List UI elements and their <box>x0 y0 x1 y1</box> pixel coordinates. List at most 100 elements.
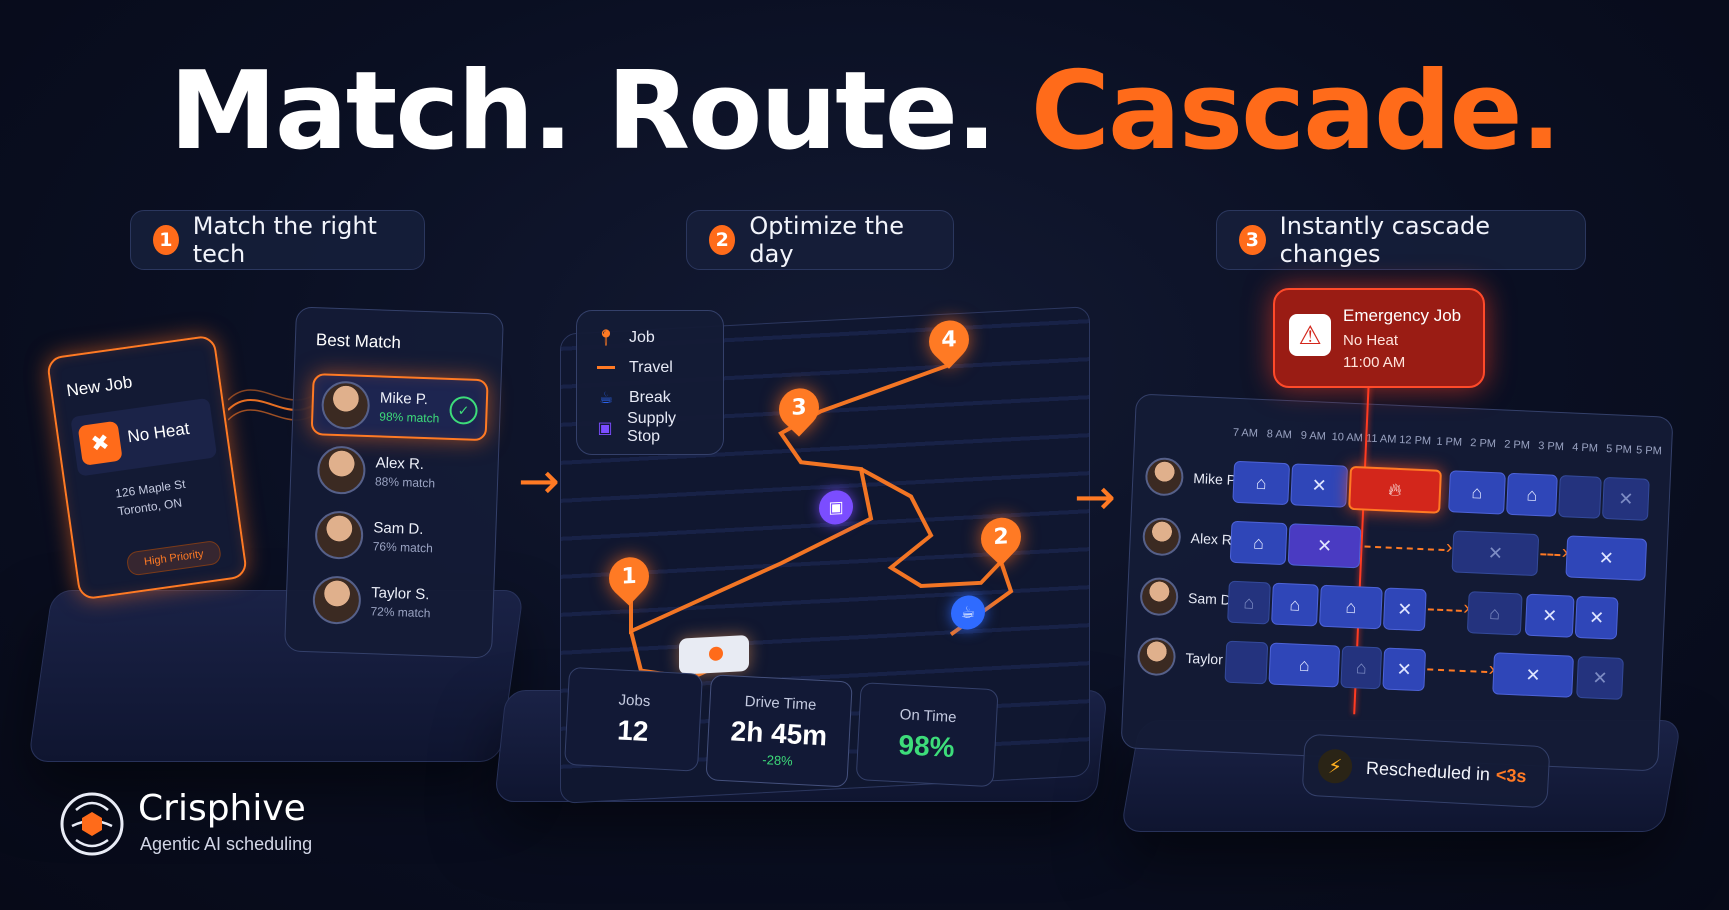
van-icon <box>679 634 749 675</box>
route-line-icon <box>593 359 619 377</box>
home-icon: ⌂ <box>1345 596 1357 617</box>
job-block[interactable]: ⌂ <box>1506 472 1558 517</box>
cascade-shift-arrow <box>1364 545 1445 552</box>
schedule-board: 7 AM 8 AM 9 AM 10 AM 11 AM 12 PM 1 PM 2 … <box>1120 374 1674 772</box>
job-block[interactable]: ✕ <box>1524 593 1575 638</box>
job-block[interactable]: ✕ <box>1451 530 1540 577</box>
tools-icon: ✕ <box>1592 667 1609 688</box>
tools-icon: ✕ <box>1525 664 1542 685</box>
stat-on-time: On Time 98% <box>855 682 999 788</box>
map-legend: 📍︎ Job Travel ☕ Break ▣ Supply Stop <box>576 310 724 455</box>
tech-row-alex[interactable]: Alex R. 88% match <box>308 440 482 504</box>
tools-icon: ✖ <box>77 420 123 466</box>
tech-row-sam[interactable]: Sam D. 76% match <box>306 505 480 569</box>
tech-row-taylor[interactable]: Taylor S. 72% match <box>304 570 478 634</box>
home-icon: ⌂ <box>1471 481 1483 503</box>
tech-name: Mike P. <box>379 389 429 409</box>
home-icon: ⌂ <box>1252 532 1265 553</box>
headline: Match. Route. Cascade. <box>0 58 1729 166</box>
tools-icon: ✕ <box>1311 474 1328 496</box>
step-1-number: 1 <box>153 225 179 255</box>
avatar <box>312 575 362 625</box>
coffee-icon: ☕ <box>598 390 614 407</box>
check-icon: ✓ <box>449 395 479 425</box>
home-icon: ⌂ <box>1289 593 1301 615</box>
job-block[interactable]: ⌂ <box>1229 520 1288 566</box>
job-block[interactable]: ✕ <box>1382 587 1427 632</box>
emergency-job-name: No Heat <box>1343 332 1399 349</box>
cascade-shift-arrow <box>1427 668 1488 674</box>
home-icon: ⌂ <box>1243 591 1255 613</box>
job-block[interactable]: ⌂ <box>1319 584 1383 630</box>
tech-name: Taylor S. <box>370 584 430 604</box>
new-job-header: ✖ No Heat <box>70 397 218 477</box>
legend-job: 📍︎ Job <box>593 323 707 353</box>
job-block[interactable]: ⌂ <box>1227 580 1271 625</box>
brand-tagline: Agentic AI scheduling <box>140 834 313 854</box>
tools-icon: ✕ <box>1617 488 1634 509</box>
emergency-job-block[interactable]: 🔥︎ <box>1348 465 1442 514</box>
tech-name: Alex R. <box>375 454 425 474</box>
new-job-title: New Job <box>65 372 134 401</box>
home-icon: ⌂ <box>1526 484 1538 505</box>
tools-icon: ✕ <box>1598 547 1615 568</box>
job-block[interactable]: ⌂ <box>1271 582 1319 627</box>
home-icon: ⌂ <box>1488 602 1501 624</box>
alert-triangle-icon: ⚠ <box>1289 314 1331 356</box>
tools-icon: ✕ <box>1396 598 1413 620</box>
cascade-shift-arrow <box>1540 553 1561 557</box>
avatar <box>316 445 367 495</box>
headline-cascade: Cascade. <box>1030 49 1562 174</box>
home-icon: ⌂ <box>1355 656 1368 678</box>
brand-name: Crisphive <box>138 788 306 829</box>
crisphive-logo-icon <box>56 788 128 860</box>
headline-route: Route. <box>606 49 997 174</box>
job-block[interactable]: ⌂ <box>1466 591 1523 636</box>
tools-icon: ✕ <box>1396 658 1413 680</box>
avatar <box>1139 576 1179 617</box>
tech-row-mike[interactable]: Mike P. 98% match ✓ <box>310 373 489 442</box>
job-block[interactable] <box>1558 475 1602 519</box>
home-icon: ⌂ <box>1298 654 1311 675</box>
step-1-pill: 1 Match the right tech <box>130 210 425 270</box>
job-block[interactable]: ✕ <box>1287 523 1362 569</box>
job-block[interactable]: ⌂ <box>1268 642 1341 688</box>
job-block[interactable]: ⌂ <box>1340 645 1383 690</box>
job-block[interactable]: ✕ <box>1382 647 1427 692</box>
tech-match: 98% match <box>379 409 440 426</box>
step-2-pill: 2 Optimize the day <box>686 210 954 270</box>
priority-badge: High Priority <box>125 539 223 577</box>
rescheduled-badge: ⚡ Rescheduled in <3s <box>1301 733 1551 809</box>
job-block[interactable]: ✕ <box>1290 463 1349 508</box>
tools-icon: ✕ <box>1541 604 1558 626</box>
avatar <box>1141 516 1182 557</box>
tech-match: 88% match <box>374 474 436 491</box>
step-1-label: Match the right tech <box>192 212 377 268</box>
rescheduled-text: Rescheduled in <box>1365 757 1491 784</box>
emergency-job-card[interactable]: ⚠ Emergency Job No Heat 11:00 AM <box>1273 288 1485 388</box>
job-block[interactable]: ✕ <box>1576 655 1624 700</box>
new-job-card[interactable]: New Job ✖ No Heat 126 Maple St Toronto, … <box>45 334 249 601</box>
new-job-name: No Heat <box>126 418 191 447</box>
tech-match: 72% match <box>370 604 431 621</box>
step-2-number: 2 <box>709 225 736 255</box>
box-icon: ▣ <box>597 420 613 437</box>
avatar <box>320 380 371 431</box>
job-block[interactable]: ⌂ <box>1448 470 1506 515</box>
job-block[interactable]: ✕ <box>1574 595 1619 640</box>
job-block[interactable] <box>1224 640 1269 685</box>
tools-icon: ✕ <box>1487 542 1504 564</box>
job-block[interactable]: ✕ <box>1492 652 1574 698</box>
emergency-time: 11:00 AM <box>1343 354 1406 371</box>
step-3-pill: 3 Instantly cascade changes <box>1216 210 1586 270</box>
job-block[interactable]: ✕ <box>1565 535 1648 581</box>
pin-icon: 📍︎ <box>595 330 617 347</box>
cascade-shift-arrow <box>1427 608 1462 612</box>
headline-match: Match. <box>169 49 573 174</box>
job-block[interactable]: ✕ <box>1601 476 1650 521</box>
rescheduled-time: <3s <box>1495 764 1528 786</box>
best-match-title: Best Match <box>315 330 402 353</box>
job-block[interactable]: ⌂ <box>1232 460 1291 506</box>
stat-drive-time: Drive Time 2h 45m -28% <box>705 674 853 788</box>
lightning-icon: ⚡ <box>1317 748 1353 785</box>
